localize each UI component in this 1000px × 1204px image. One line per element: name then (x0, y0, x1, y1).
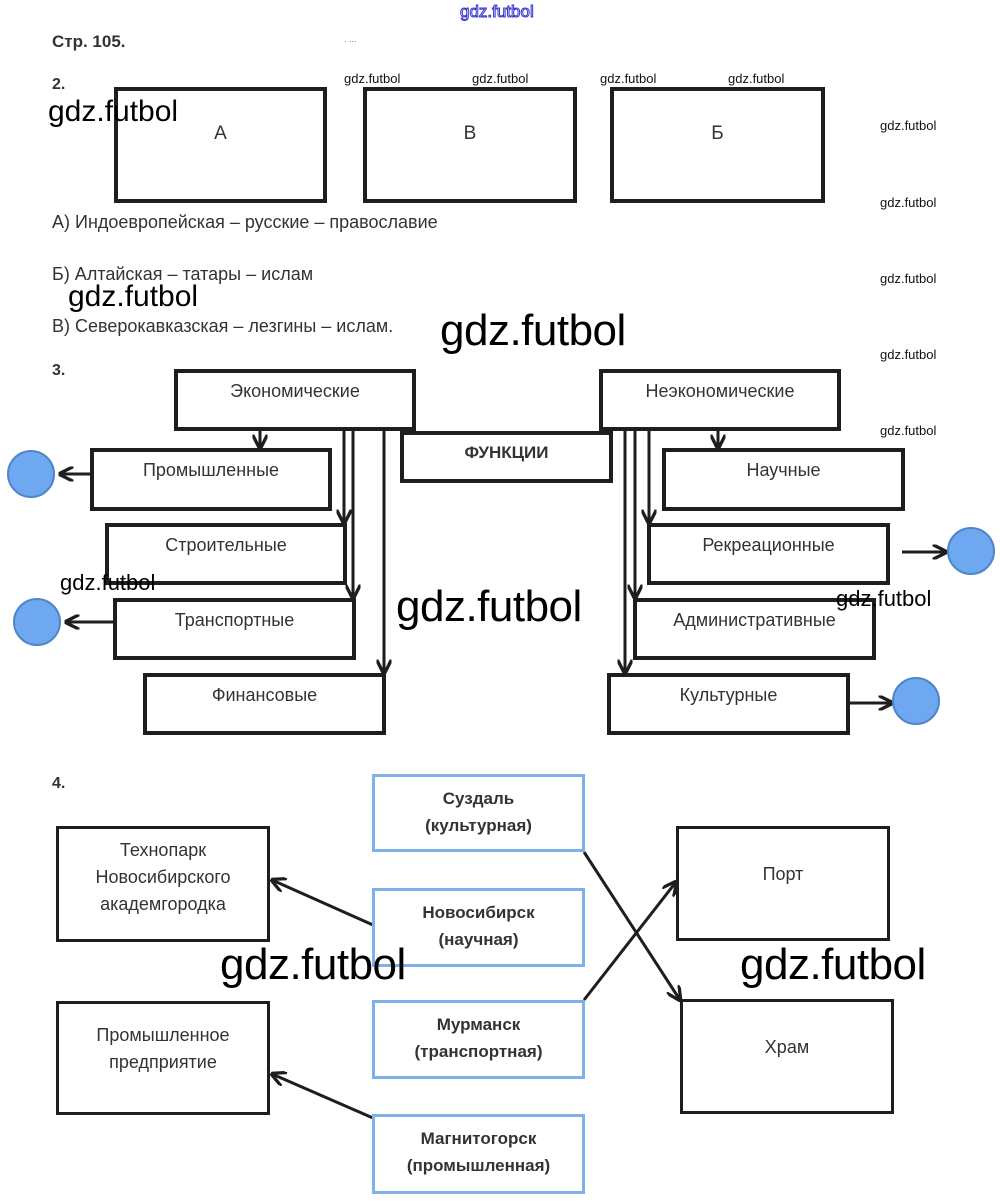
target-line: предприятие (109, 1052, 217, 1072)
box-finance-label: Финансовые (211, 685, 318, 705)
city-type: (научная) (438, 930, 519, 949)
task2-answer-b: Б) Алтайская – татары – ислам (52, 264, 314, 284)
watermark-small: gdz.futbol (344, 71, 401, 86)
link-murmansk-to-port (582, 882, 676, 1001)
target-line: Технопарк (119, 840, 207, 860)
target-line: Промышленное (96, 1025, 230, 1045)
page-heading: Стр. 105. (52, 32, 126, 51)
watermark-small: gdz.futbol (880, 118, 937, 133)
target-line: академгородка (100, 894, 226, 914)
task2-box-b-label: Б (711, 123, 724, 144)
task2-number: 2. (52, 76, 66, 93)
box-science-label: Научные (746, 460, 821, 480)
box-economic: Экономические (174, 369, 416, 431)
target-line: Новосибирского (95, 867, 231, 887)
box-construction-label: Строительные (165, 535, 287, 555)
watermark-small: gdz.futbol (880, 195, 937, 210)
target-box-temple: Храм (680, 999, 894, 1114)
target-box-technopark: Технопарк Новосибирского академгородка (56, 826, 270, 942)
target-line: Храм (764, 1037, 810, 1057)
target-box-port: Порт (676, 826, 890, 941)
link-novosibirsk-to-technopark (272, 880, 374, 927)
city-box-suzdal: Суздаль (культурная) (372, 774, 585, 852)
watermark-top: gdz.futbol (460, 2, 535, 22)
box-recreation-label: Рекреационные (702, 535, 835, 555)
city-type: (культурная) (425, 816, 532, 835)
watermark-large: gdz.futbol (836, 586, 932, 611)
box-culture-label: Культурные (679, 685, 778, 705)
target-line: Порт (762, 864, 804, 884)
city-box-murmansk: Мурманск (транспортная) (372, 1000, 585, 1079)
task2-box-v: В (363, 87, 577, 203)
box-economic-label: Экономические (230, 381, 360, 401)
box-industrial-label: Промышленные (142, 460, 280, 480)
box-construction: Строительные (105, 523, 347, 585)
task2-box-b: Б (610, 87, 825, 203)
watermark-large: gdz.futbol (220, 940, 406, 989)
box-science: Научные (662, 448, 905, 511)
box-functions-label: ФУНКЦИИ (464, 443, 549, 462)
link-suzdal-to-temple (582, 851, 680, 1000)
box-transport-label: Транспортные (174, 610, 295, 630)
watermark-small: gdz.futbol (600, 71, 657, 86)
task4-number: 4. (52, 775, 66, 792)
city-type: (промышленная) (406, 1156, 551, 1175)
city-name: Мурманск (436, 1015, 521, 1034)
box-non-economic-label: Неэкономические (645, 381, 795, 401)
box-administrative: Административные (633, 598, 876, 660)
watermark-small: gdz.futbol (728, 71, 785, 86)
task2-box-a-label: А (214, 123, 227, 144)
circle-marker-culture (892, 677, 940, 725)
city-name: Магнитогорск (420, 1129, 537, 1148)
task2-answer-a: А) Индоевропейская – русские – православ… (52, 212, 438, 232)
box-finance: Финансовые (143, 673, 386, 735)
task2-answer-v: В) Северокавказская – лезгины – ислам. (52, 316, 394, 336)
watermark-large: gdz.futbol (740, 940, 926, 989)
watermark-large: gdz.futbol (60, 570, 156, 595)
watermark-small: gdz.futbol (880, 271, 937, 286)
watermark-large: gdz.futbol (68, 280, 199, 313)
box-culture: Культурные (607, 673, 850, 735)
task2-box-v-label: В (463, 123, 477, 144)
box-administrative-label: Административные (673, 610, 836, 630)
stray-marks: . ... (344, 34, 357, 44)
city-box-novosibirsk: Новосибирск (научная) (372, 888, 585, 967)
box-transport: Транспортные (113, 598, 356, 660)
task2-box-a: А (114, 87, 327, 203)
watermark-small: gdz.futbol (880, 347, 937, 362)
watermark-large: gdz.futbol (440, 306, 626, 355)
city-name: Суздаль (442, 789, 515, 808)
box-functions: ФУНКЦИИ (400, 431, 613, 483)
task3-number: 3. (52, 362, 66, 379)
watermark-large: gdz.futbol (396, 582, 582, 631)
circle-marker-industrial (7, 450, 55, 498)
city-type: (транспортная) (414, 1042, 543, 1061)
box-recreation: Рекреационные (647, 523, 890, 585)
box-industrial: Промышленные (90, 448, 332, 511)
city-name: Новосибирск (422, 903, 535, 922)
watermark-small: gdz.futbol (880, 423, 937, 438)
circle-marker-transport (13, 598, 61, 646)
box-non-economic: Неэкономические (599, 369, 841, 431)
watermark-large: gdz.futbol (48, 95, 179, 128)
link-magnitogorsk-to-factory (272, 1074, 374, 1120)
target-box-factory: Промышленное предприятие (56, 1001, 270, 1115)
city-box-magnitogorsk: Магнитогорск (промышленная) (372, 1114, 585, 1194)
circle-marker-recreation (947, 527, 995, 575)
watermark-small: gdz.futbol (472, 71, 529, 86)
